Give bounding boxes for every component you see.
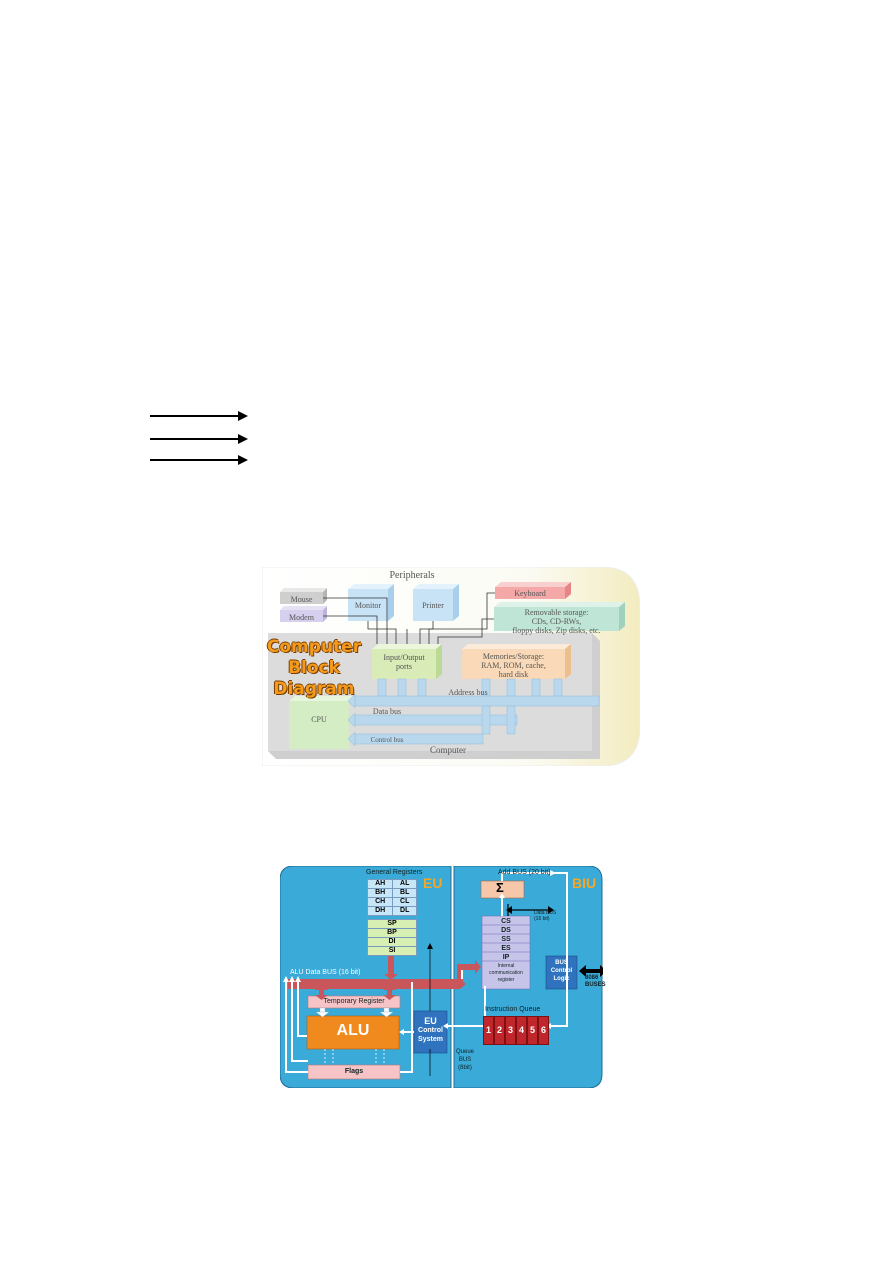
register-cell: SI: [367, 946, 417, 956]
alu-block: ALU: [336, 1022, 370, 1039]
queue-cell: 5: [527, 1016, 538, 1045]
register-row: SI: [367, 946, 417, 956]
memories-line-2: RAM, ROM, cache,: [481, 661, 546, 670]
computer-block-diagram: Peripherals Mouse Modem Monitor Printer …: [262, 567, 640, 766]
data-bus-label: Data BUS (16 bit): [534, 910, 556, 922]
diagram-title-line-2: Block: [288, 658, 340, 678]
io-ports-line-1: Input/Output: [383, 653, 425, 662]
memories-box: Memories/Storage: RAM, ROM, cache, hard …: [462, 652, 565, 679]
control-bus-label: Control bus: [370, 736, 404, 744]
register-row: SP: [367, 919, 417, 929]
segment-register: SS: [501, 936, 511, 943]
pointer-registers-table: SP BP DI SI: [367, 919, 417, 956]
computer-label: Computer: [430, 745, 466, 755]
queue-cell: 1: [483, 1016, 494, 1045]
eu-control-system: EU Control System: [414, 1017, 447, 1044]
removable-storage-line-1: Removable storage:: [524, 608, 589, 617]
data-bus-line-1: Data BUS: [534, 910, 557, 916]
io-ports-box: Input/Output ports: [372, 653, 436, 671]
queue-bus-line-1: Queue: [456, 1049, 475, 1055]
internal-comm-line-1: Internal: [497, 963, 515, 969]
register-cell: DI: [367, 937, 417, 947]
eu-label: EU: [423, 875, 443, 891]
address-bus-label: Address bus: [448, 688, 488, 697]
add-bus-label: Add BUS (20 bit): [498, 869, 551, 876]
queue-cell: 3: [505, 1016, 516, 1045]
segment-register: IP: [502, 954, 510, 961]
cpu-box: CPU: [311, 715, 327, 724]
bus-control-line-1: BUS: [555, 960, 568, 966]
keyboard-box: Keyboard: [514, 589, 546, 598]
io-ports-line-2: ports: [396, 662, 412, 671]
printer-box: Printer: [422, 601, 444, 610]
queue-cell: 4: [516, 1016, 527, 1045]
monitor-box: Monitor: [354, 601, 382, 610]
8086-buses-line-1: 8086: [585, 975, 599, 981]
register-cell: BP: [367, 928, 417, 938]
queue-bus-line-3: (8bit): [458, 1065, 472, 1071]
eu-control-line-2: Control: [418, 1027, 443, 1034]
peripherals-label: Peripherals: [389, 570, 435, 581]
modem-box: Modem: [289, 613, 314, 622]
register-cell: BL: [392, 888, 417, 898]
segment-register: DS: [501, 927, 511, 934]
biu-label: BIU: [572, 875, 597, 891]
mouse-box: Mouse: [290, 595, 313, 604]
segment-register: ES: [501, 945, 511, 952]
8086-architecture-graphic: [280, 866, 603, 1088]
queue-cell: 2: [494, 1016, 505, 1045]
queue-bus-label: Queue BUS (8bit): [456, 1048, 474, 1072]
internal-comm-line-3: register: [497, 977, 515, 983]
bus-control-line-2: Control: [550, 968, 573, 974]
segment-register: CS: [501, 918, 511, 925]
register-cell: AL: [392, 879, 417, 889]
removable-storage-line-3: floppy disks, Zip disks, etc.: [512, 626, 601, 635]
queue-cell: 6: [538, 1016, 549, 1045]
8086-buses-label: 8086 BUSES: [585, 975, 606, 989]
register-cell: DL: [392, 906, 417, 916]
instruction-queue-label: Instruction Queue: [485, 1006, 541, 1013]
computer-block-diagram-graphic: [262, 567, 640, 766]
internal-communication-register: Internal communication register: [482, 963, 530, 984]
bus-control-logic: BUS Control Logic: [546, 959, 577, 983]
register-cell: BH: [366, 888, 394, 898]
general-registers-label: General Registers: [366, 869, 423, 876]
diagram-title-line-3: Diagram: [273, 679, 355, 699]
register-row: DI: [367, 937, 417, 947]
register-cell: DH: [366, 906, 394, 916]
8086-buses-line-2: BUSES: [585, 982, 606, 988]
register-cell: AH: [366, 879, 394, 889]
alu-data-bus-label: ALU Data BUS (16 bit): [290, 969, 361, 976]
sigma-adder: Σ: [496, 880, 504, 895]
eu-control-line-1: EU: [424, 1016, 437, 1026]
removable-storage-line-2: CDs, CD-RWs,: [531, 617, 582, 626]
register-row: BP: [367, 928, 417, 938]
diagram-title: Computer Block Diagram: [264, 637, 364, 700]
segment-registers: CS DS SS ES IP: [482, 917, 530, 962]
memories-line-3: hard disk: [498, 670, 529, 679]
data-bus-label: Data bus: [372, 707, 402, 716]
memories-line-1: Memories/Storage:: [482, 652, 545, 661]
queue-bus-line-2: BUS: [458, 1057, 472, 1063]
register-cell: SP: [367, 919, 417, 929]
bus-control-line-3: Logic: [553, 976, 570, 982]
internal-comm-line-2: communication: [489, 970, 523, 976]
flags-register: Flags: [344, 1068, 364, 1075]
removable-storage-box: Removable storage: CDs, CD-RWs, floppy d…: [494, 608, 619, 635]
temporary-register: Temporary Register: [323, 998, 385, 1005]
register-cell: CH: [366, 897, 394, 907]
diagram-title-line-1: Computer: [266, 637, 362, 657]
register-cell: CL: [392, 897, 417, 907]
eu-control-line-3: System: [418, 1036, 443, 1043]
data-bus-line-2: (16 bit): [534, 916, 550, 922]
